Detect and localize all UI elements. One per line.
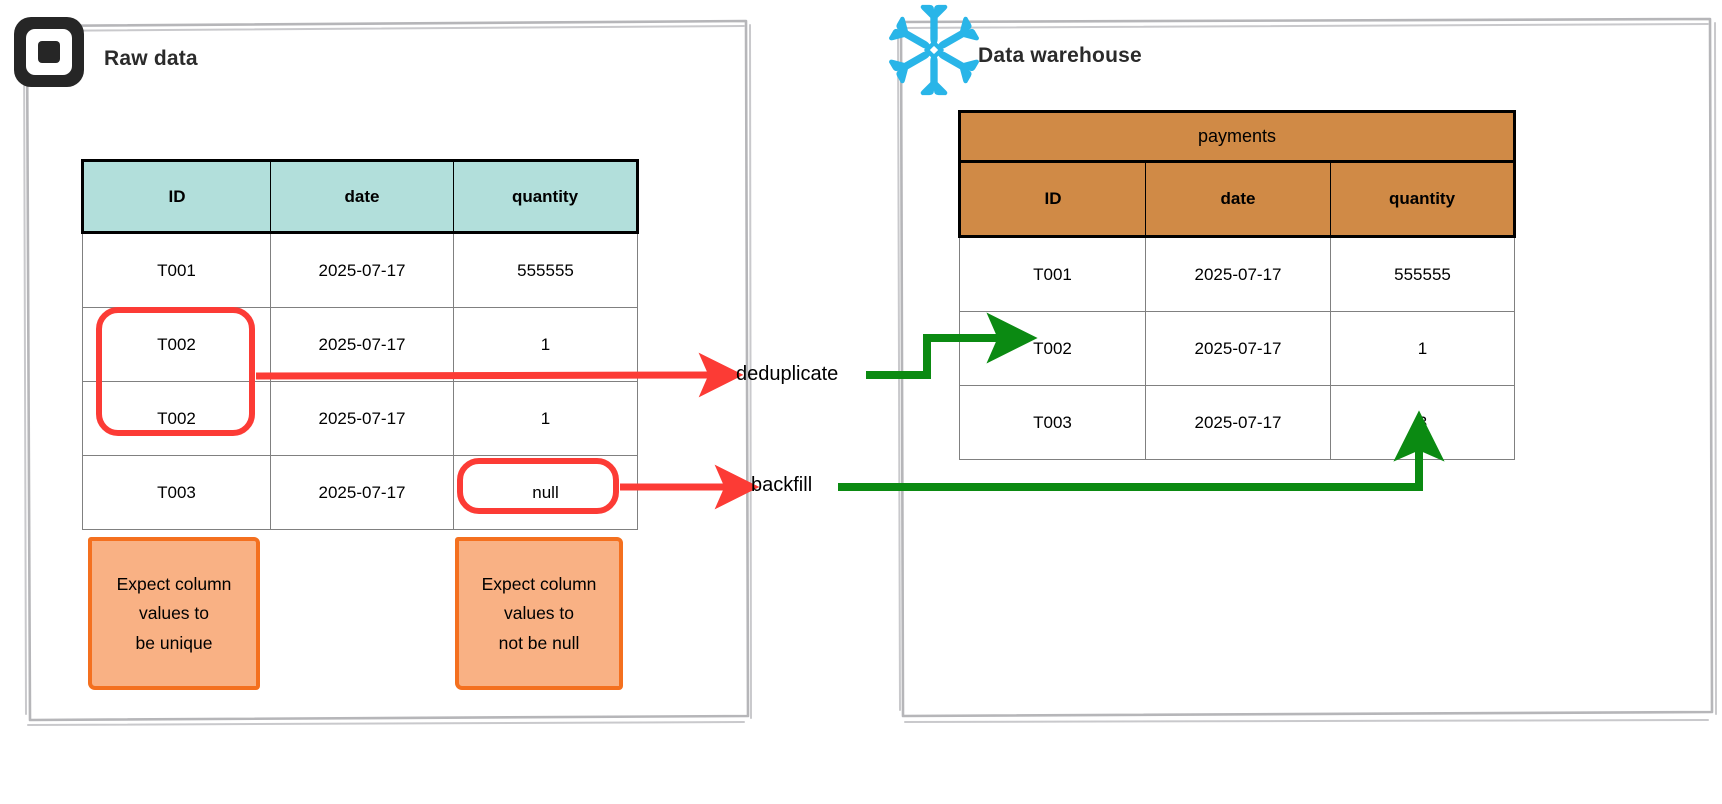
highlight-duplicate-ids: [96, 307, 255, 436]
square-logo-icon: [14, 17, 84, 87]
raw-cell-quantity: 1: [453, 307, 638, 382]
warehouse-col-header-date: date: [1145, 161, 1331, 238]
raw-cell-id: T001: [82, 232, 271, 308]
flow-label-backfill: backfill: [751, 474, 813, 496]
warehouse-cell-id: T001: [959, 236, 1146, 312]
note-line: be unique: [135, 632, 213, 653]
raw-cell-date: 2025-07-17: [270, 455, 454, 530]
table-row: T002 2025-07-17 1: [82, 381, 638, 456]
warehouse-cell-quantity: 1: [1330, 311, 1515, 386]
panel-title-raw: Raw data: [104, 47, 198, 70]
raw-table-header-row: ID date quantity: [81, 159, 639, 234]
raw-col-header-date: date: [270, 159, 454, 234]
warehouse-table-title: payments: [958, 110, 1516, 163]
raw-col-header-quantity: quantity: [453, 159, 639, 234]
warehouse-cell-date: 2025-07-17: [1145, 311, 1331, 386]
highlight-null-quantity: [457, 458, 619, 514]
raw-cell-date: 2025-07-17: [270, 232, 454, 308]
warehouse-cell-id: T002: [959, 311, 1146, 386]
warehouse-col-header-quantity: quantity: [1330, 161, 1516, 238]
warehouse-cell-date: 2025-07-17: [1145, 236, 1331, 312]
note-line: Expect column: [481, 574, 597, 595]
warehouse-cell-quantity: 555555: [1330, 236, 1515, 312]
square-logo-core: [38, 41, 60, 63]
table-row: T003 2025-07-17 3: [959, 385, 1515, 460]
raw-cell-quantity: 1: [453, 381, 638, 456]
raw-cell-date: 2025-07-17: [270, 307, 454, 382]
warehouse-col-header-id: ID: [958, 161, 1146, 238]
raw-cell-id: T003: [82, 455, 271, 530]
warehouse-table-title-row: payments: [958, 110, 1516, 163]
note-line: values to: [503, 603, 575, 624]
raw-data-table: ID date quantity T001 2025-07-17 555555 …: [81, 159, 639, 530]
note-line: Expect column: [116, 574, 232, 595]
raw-col-header-id: ID: [81, 159, 271, 234]
raw-cell-date: 2025-07-17: [270, 381, 454, 456]
flow-label-deduplicate: deduplicate: [736, 363, 839, 385]
note-line: not be null: [498, 632, 580, 653]
table-row: T001 2025-07-17 555555: [82, 232, 638, 308]
table-row: T002 2025-07-17 1: [959, 311, 1515, 386]
table-row: T001 2025-07-17 555555: [959, 236, 1515, 312]
sticky-note-unique: Expect column values to be unique: [88, 537, 260, 690]
table-row: T002 2025-07-17 1: [82, 307, 638, 382]
snowflake-logo-icon: [888, 4, 980, 96]
warehouse-cell-quantity: 3: [1330, 385, 1515, 460]
note-line: values to: [138, 603, 210, 624]
warehouse-table-header-row: ID date quantity: [958, 161, 1516, 238]
warehouse-payments-table: payments ID date quantity T001 2025-07-1…: [958, 110, 1516, 460]
sticky-note-not-null: Expect column values to not be null: [455, 537, 623, 690]
warehouse-cell-id: T003: [959, 385, 1146, 460]
warehouse-cell-date: 2025-07-17: [1145, 385, 1331, 460]
raw-cell-quantity: 555555: [453, 232, 638, 308]
panel-title-warehouse: Data warehouse: [978, 44, 1142, 67]
